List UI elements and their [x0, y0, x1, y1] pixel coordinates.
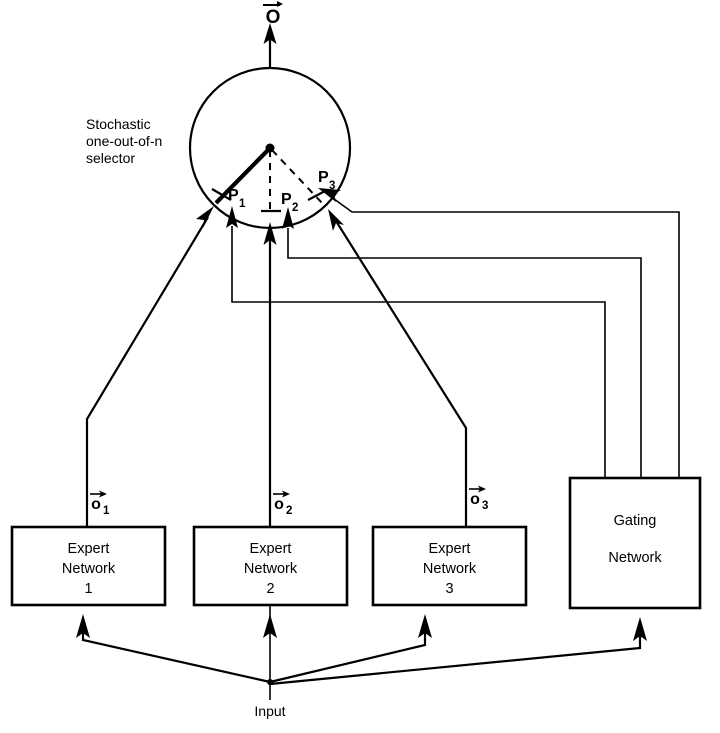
gating-line-1: Gating	[614, 513, 657, 529]
gating-to-p2-path	[282, 207, 642, 478]
gating-to-p1-path	[226, 206, 606, 478]
p1-symbol: P	[228, 187, 239, 204]
expert-1-output-label: o 1	[90, 490, 110, 517]
expert-2-line-1: Expert	[250, 541, 292, 557]
selector-label-line-3: selector	[86, 150, 135, 166]
o2-subscript: 2	[286, 505, 292, 517]
label-p2: P 2	[281, 191, 298, 214]
expert-2-line-2: Network	[244, 561, 298, 577]
expert-3-output-label: o 3	[469, 485, 488, 512]
expert-1-line-2: Network	[62, 561, 116, 577]
p1-subscript: 1	[239, 198, 246, 210]
p3-symbol: P	[318, 169, 329, 186]
input-fanout	[76, 605, 647, 700]
spoke-p1	[211, 146, 272, 205]
label-p3: P 3	[318, 169, 335, 192]
input-label: Input	[254, 703, 285, 719]
selector-label-line-2: one-out-of-n	[86, 133, 162, 149]
expert-network-2-box[interactable]: Expert Network 2	[192, 525, 349, 607]
o2-symbol: o	[274, 496, 284, 513]
p2-symbol: P	[281, 191, 292, 208]
o1-symbol: o	[91, 496, 101, 513]
expert-2-output-path	[263, 222, 277, 527]
o3-subscript: 3	[482, 500, 488, 512]
expert-3-output-path	[328, 209, 468, 527]
expert-3-line-1: Expert	[429, 541, 471, 557]
expert-1-line-3: 1	[84, 581, 92, 597]
p2-subscript: 2	[292, 202, 298, 214]
gating-network-box[interactable]: Gating Network	[568, 476, 702, 610]
gating-to-p3-path	[318, 188, 680, 478]
spoke-p2	[261, 150, 281, 213]
selector-label: Stochastic one-out-of-n selector	[86, 116, 162, 166]
expert-network-3-box[interactable]: Expert Network 3	[371, 525, 528, 607]
expert-3-line-3: 3	[445, 581, 453, 597]
output-vector-accent	[255, 1, 291, 7]
o3-symbol: o	[470, 491, 480, 508]
expert-network-1-box[interactable]: Expert Network 1	[10, 525, 167, 607]
output-vector-label: O	[255, 1, 291, 28]
p3-subscript: 3	[329, 180, 335, 192]
expert-1-line-1: Expert	[68, 541, 110, 557]
expert-1-output-path	[85, 206, 214, 527]
expert-2-line-3: 2	[266, 581, 274, 597]
label-p1: P 1	[228, 187, 246, 210]
o1-subscript: 1	[103, 505, 110, 517]
output-symbol: O	[265, 7, 281, 28]
expert-3-line-2: Network	[423, 561, 477, 577]
expert-2-output-label: o 2	[273, 490, 292, 517]
selector-label-line-1: Stochastic	[86, 116, 151, 132]
output-arrow	[263, 23, 277, 72]
gating-line-2: Network	[608, 550, 662, 566]
